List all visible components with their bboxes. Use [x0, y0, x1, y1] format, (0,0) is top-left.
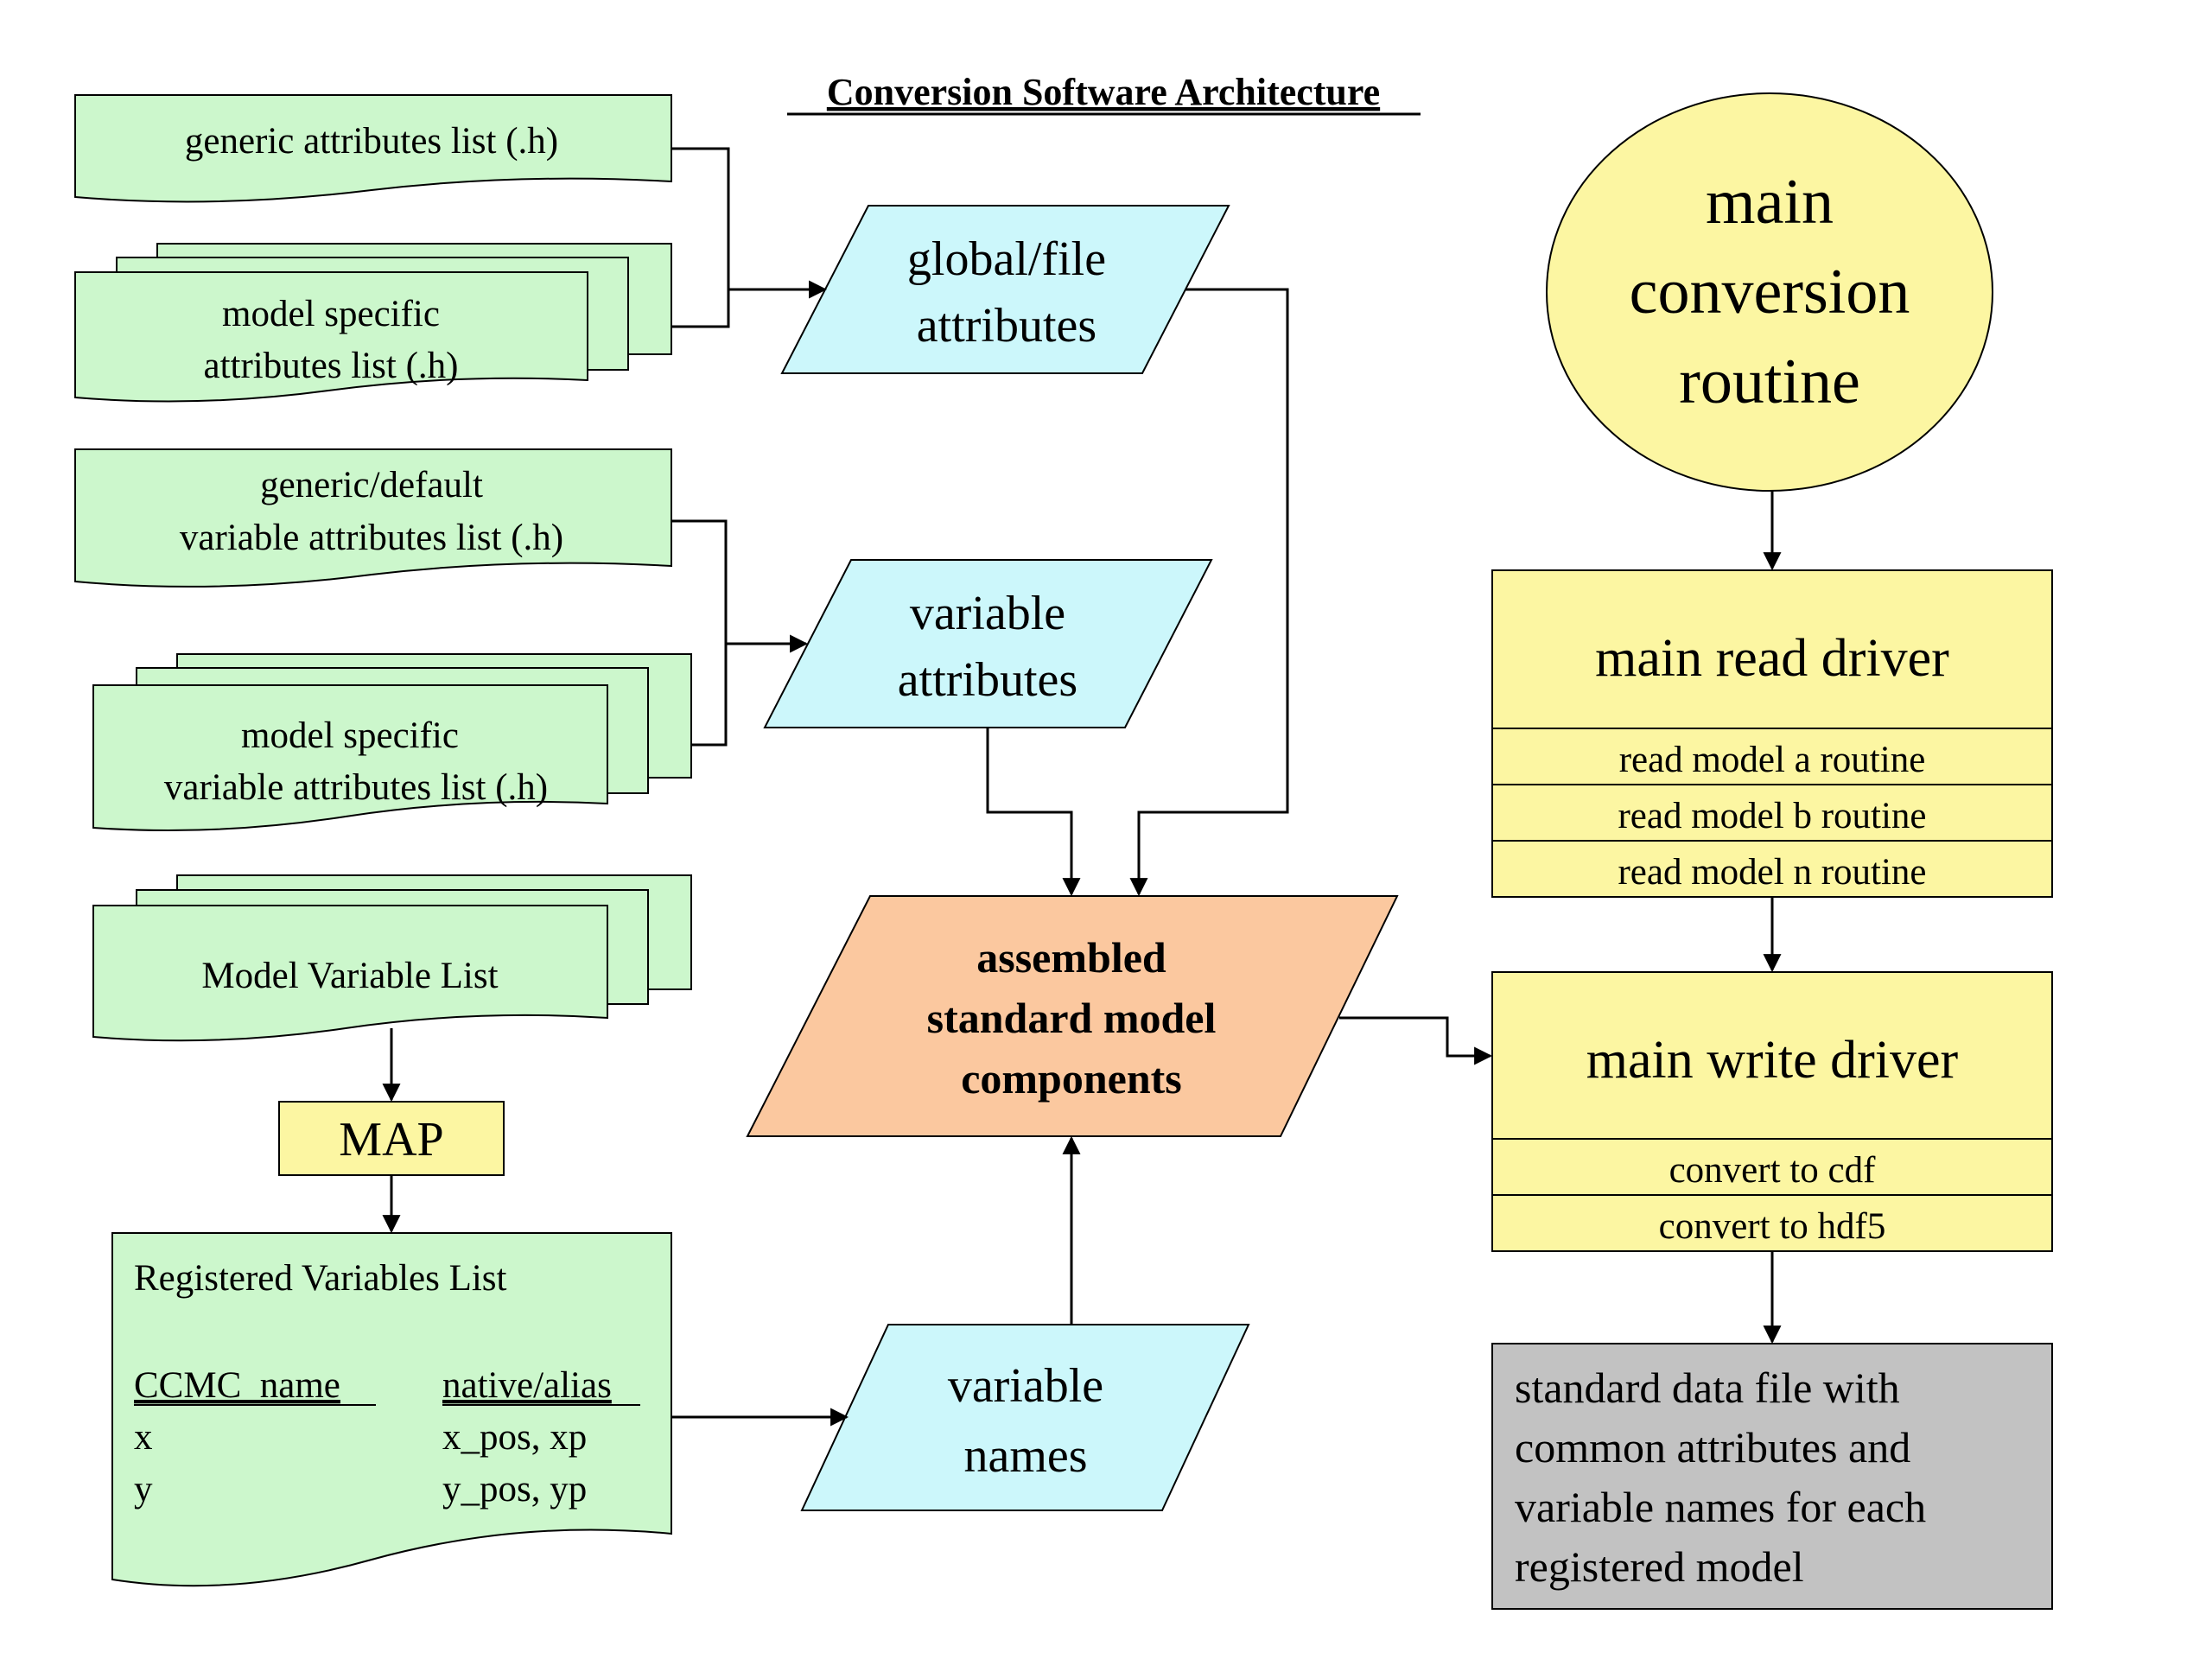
registered-row-name: y: [134, 1469, 153, 1510]
svg-text:standard data file with: standard data file with: [1515, 1363, 1900, 1412]
svg-text:variable attributes list (.h): variable attributes list (.h): [164, 767, 548, 808]
registered-row-alias: x_pos, xp: [442, 1417, 587, 1458]
svg-text:registered model: registered model: [1515, 1542, 1804, 1591]
svg-text:attributes: attributes: [917, 299, 1096, 353]
svg-text:model specific: model specific: [222, 294, 440, 334]
connector-generic-attributes: [671, 147, 730, 289]
svg-text:standard model: standard model: [927, 994, 1217, 1042]
svg-text:variable attributes list (.h): variable attributes list (.h): [180, 518, 563, 558]
svg-text:variable: variable: [910, 587, 1065, 640]
assembled-components-parallelogram: assembled standard model components: [746, 895, 1399, 1137]
arrow-assembled-to-write-driver: [1339, 1016, 1493, 1065]
read-driver-title: main read driver: [1595, 629, 1949, 688]
read-routine-item: read model a routine: [1619, 740, 1926, 780]
write-routine-item: convert to cdf: [1669, 1150, 1876, 1191]
generic-attributes-document: generic attributes list (.h): [74, 94, 672, 203]
svg-text:attributes list (.h): attributes list (.h): [204, 346, 459, 386]
read-routine-item: read model b routine: [1618, 796, 1926, 836]
svg-text:common attributes and: common attributes and: [1515, 1423, 1910, 1471]
svg-text:MAP: MAP: [339, 1113, 443, 1166]
variable-attributes-parallelogram: variable attributes: [763, 559, 1213, 728]
svg-text:global/file: global/file: [907, 232, 1106, 286]
generic-variable-attributes-document: generic/default variable attributes list…: [74, 448, 672, 588]
global-file-attributes-parallelogram: global/file attributes: [780, 205, 1230, 374]
registered-row-name: x: [134, 1417, 153, 1458]
main-conversion-routine-circle: main conversion routine: [1546, 92, 1993, 492]
registered-row-alias: y_pos, yp: [442, 1469, 587, 1510]
standard-data-file-box: standard data file with common attribute…: [1491, 1343, 2053, 1610]
native-alias-header: native/alias: [442, 1365, 612, 1406]
model-attributes-document-stack: model specific attributes list (.h): [74, 243, 672, 403]
svg-text:main: main: [1706, 167, 1834, 238]
main-write-driver-box: main write driver convert to cdf convert…: [1491, 971, 2053, 1252]
svg-text:attributes: attributes: [898, 653, 1077, 707]
svg-text:components: components: [961, 1054, 1182, 1103]
registered-variables-title: Registered Variables List: [134, 1258, 507, 1299]
connector-model-variable-attributes: [691, 644, 728, 747]
svg-text:variable names for each: variable names for each: [1515, 1483, 1926, 1531]
ccmc-name-header: CCMC_name: [134, 1365, 340, 1406]
svg-text:conversion: conversion: [1630, 257, 1910, 327]
model-variable-list-document-stack: Model Variable List: [92, 874, 692, 1042]
svg-text:generic/default: generic/default: [260, 465, 483, 505]
diagram-title: Conversion Software Architecture: [827, 71, 1380, 113]
svg-text:generic attributes list (.h): generic attributes list (.h): [185, 121, 558, 162]
read-routine-item: read model n routine: [1618, 852, 1926, 893]
arrow-variable-attributes-to-assembled: [986, 728, 1081, 897]
svg-text:model specific: model specific: [241, 715, 459, 756]
connector-model-attributes: [671, 289, 730, 328]
registered-variables-document: Registered Variables List CCMC_name nati…: [111, 1232, 672, 1587]
connectors: [382, 147, 1782, 1427]
svg-text:Model Variable List: Model Variable List: [201, 956, 498, 996]
map-box: MAP: [278, 1101, 505, 1176]
write-routine-item: convert to hdf5: [1659, 1206, 1886, 1247]
svg-text:assembled: assembled: [976, 933, 1166, 982]
write-driver-title: main write driver: [1586, 1031, 1959, 1090]
svg-text:names: names: [963, 1429, 1087, 1483]
model-variable-attributes-document-stack: model specific variable attributes list …: [92, 653, 692, 832]
svg-text:routine: routine: [1679, 346, 1860, 417]
variable-names-parallelogram: variable names: [800, 1324, 1250, 1511]
arrow-global-attributes-to-assembled: [1129, 288, 1289, 897]
svg-text:variable: variable: [948, 1359, 1103, 1413]
connector-generic-variable-attributes: [671, 519, 728, 644]
main-read-driver-box: main read driver read model a routine re…: [1491, 569, 2053, 898]
